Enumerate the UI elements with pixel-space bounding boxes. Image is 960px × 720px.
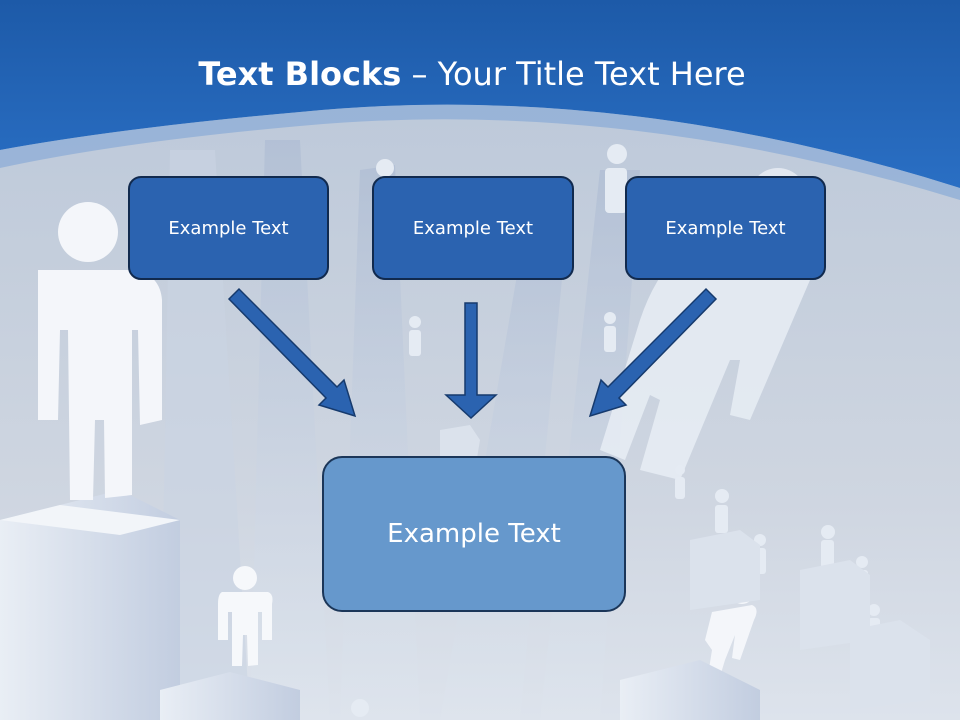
text-block-right[interactable]: Example Text [625,176,826,280]
title-separator: – [401,55,438,93]
text-block-label: Example Text [387,519,561,549]
text-block-label: Example Text [665,217,786,239]
slide-title: Text Blocks – Your Title Text Here [0,52,944,96]
text-block-bottom[interactable]: Example Text [322,456,626,612]
text-block-left[interactable]: Example Text [128,176,329,280]
text-block-center[interactable]: Example Text [372,176,574,280]
header-band [0,0,960,200]
title-bold-text: Text Blocks [198,55,402,93]
title-rest-text: Your Title Text Here [437,55,746,93]
text-block-label: Example Text [168,217,289,239]
text-block-label: Example Text [412,217,534,239]
